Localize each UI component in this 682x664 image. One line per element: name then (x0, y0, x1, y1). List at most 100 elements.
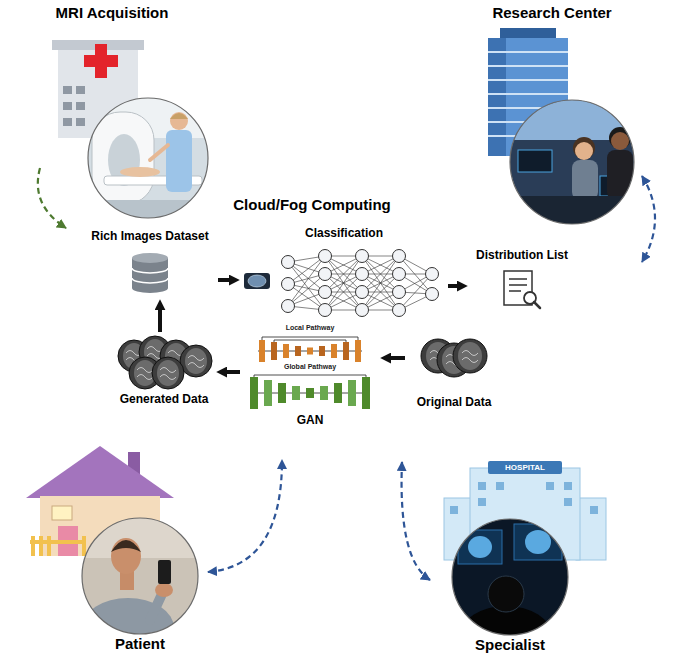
hospital-icon (478, 498, 486, 506)
gan-architecture-icon (362, 377, 370, 409)
neural-network-icon (356, 304, 369, 317)
hospital-icon (546, 482, 554, 490)
patient-photo (158, 560, 171, 584)
mri-thumbnail-icon (244, 273, 270, 289)
database-icon (132, 253, 168, 293)
neural-network-icon (282, 250, 439, 317)
patient-node: Patient (28, 442, 208, 654)
brain-slices-icon (157, 360, 179, 386)
specialist-photo (458, 530, 502, 564)
specialist-photo (514, 524, 562, 560)
distribution-node: Distribution List (468, 248, 576, 310)
neural-network-icon (393, 268, 406, 281)
gan-architecture-icon (320, 386, 328, 400)
neural-network-icon (356, 286, 369, 299)
gan-architecture-icon (259, 340, 265, 362)
flow-arrow (448, 284, 459, 288)
gan-architecture-icon (254, 375, 366, 377)
research-building-icon (488, 38, 506, 156)
original-brain-slices-icon (453, 339, 487, 373)
gan-architecture-icon (348, 380, 356, 406)
neural-network-icon (426, 288, 439, 301)
document-search-icon (504, 271, 540, 308)
hospital-icon (450, 506, 458, 514)
gan-architecture-icon (283, 344, 289, 358)
patient-photo (150, 594, 162, 620)
mri-thumbnail-icon (248, 275, 266, 287)
brain-slices-icon (118, 336, 212, 389)
research-photo (573, 137, 595, 159)
data-link-arrow (642, 176, 655, 262)
research-node: Research Center (462, 4, 642, 226)
mri-photo (92, 112, 154, 204)
neural-network-icon (356, 268, 369, 281)
research-photo (607, 150, 633, 200)
mri-photo (120, 167, 160, 177)
neural-network-icon (356, 250, 369, 263)
mri-photo (170, 112, 188, 130)
neural-network-icon (282, 250, 439, 317)
flow-arrow (218, 278, 231, 282)
neural-network-icon (393, 250, 406, 263)
gan-architecture-icon (331, 344, 337, 358)
neural-network-icon (288, 256, 432, 310)
neural-network-icon (393, 304, 406, 317)
specialist-photo (488, 576, 524, 612)
data-link-arrow (38, 168, 66, 228)
classifier-node: Classification (240, 226, 448, 322)
patient-photo (111, 538, 141, 574)
specialist-node: Specialist (430, 450, 605, 655)
gan-architecture-icon (271, 342, 277, 360)
research-building-icon (500, 28, 556, 38)
neural-network-icon (426, 268, 439, 281)
hospital-icon (564, 482, 572, 490)
mri-photo (88, 98, 208, 220)
hospital-building-icon (76, 118, 85, 126)
mri-photo (88, 98, 208, 218)
specialist-photo (468, 536, 492, 558)
database-icon (132, 253, 168, 263)
data-link-arrow (208, 460, 282, 572)
node-label: Original Data (417, 395, 492, 410)
gan-architecture-icon (334, 383, 342, 403)
original-brain-slices-icon (421, 339, 487, 377)
research-photo (609, 127, 631, 149)
node-label: Classification (305, 226, 383, 241)
hospital-icon (590, 506, 598, 514)
hospital-building-icon (84, 55, 118, 67)
brain-slices-icon (152, 357, 184, 389)
document-search-icon (534, 302, 540, 308)
specialist-photo (458, 524, 562, 664)
source-node: MRI Acquisition (40, 4, 210, 218)
research-photo (518, 150, 552, 172)
node-heading: Specialist (475, 636, 545, 655)
brain-slices-icon (137, 368, 153, 380)
node-label: GAN (297, 413, 324, 428)
specialist-photo (452, 519, 568, 635)
research-photo (510, 100, 634, 226)
brain-slices-icon (185, 348, 207, 374)
hospital-building-icon (76, 86, 85, 94)
neural-network-icon (319, 286, 332, 299)
neural-network-icon (393, 286, 406, 299)
gan-architecture-icon (343, 342, 349, 360)
gan-architecture-icon (295, 346, 301, 356)
neural-network-icon (282, 278, 295, 291)
specialist-photo (525, 530, 551, 554)
mri-photo (170, 113, 188, 119)
gan-architecture-icon (264, 380, 272, 406)
neural-network-icon (319, 250, 332, 263)
gan-architecture-icon (319, 346, 325, 356)
research-photo (575, 142, 593, 160)
node-label: Rich Images Dataset (91, 229, 208, 244)
neural-network-icon (319, 304, 332, 317)
hospital-building-icon (63, 118, 72, 126)
hospital-icon (564, 498, 572, 506)
gan-architecture-icon (307, 348, 313, 355)
generated-data-node: Generated Data (112, 332, 216, 407)
cloud-region: Cloud/Fog ComputingRich Images DatasetCl… (22, 160, 662, 460)
brain-slices-icon (188, 356, 204, 368)
node-label: Distribution List (476, 248, 568, 263)
